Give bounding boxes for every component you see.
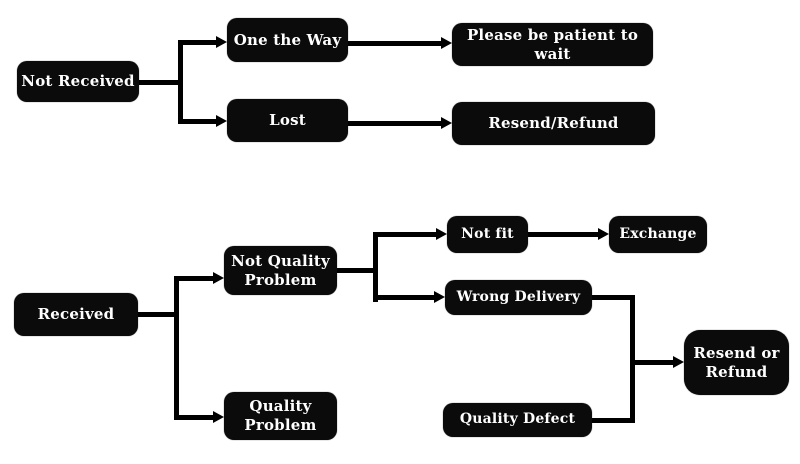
node-received: Received — [14, 293, 138, 336]
arrowhead-one-the-way — [216, 36, 227, 48]
node-exchange: Exchange — [609, 216, 707, 253]
connector-not-received-branch — [178, 40, 183, 124]
connector-not-fit-to-exchange — [528, 232, 598, 237]
connector-to-wrong-delivery — [373, 295, 434, 300]
connector-to-one-the-way — [178, 40, 218, 45]
arrowhead-quality-problem — [213, 411, 224, 423]
arrowhead-wrong-delivery — [434, 291, 445, 303]
connector-to-lost — [178, 119, 218, 124]
connector-to-quality-problem — [174, 415, 213, 420]
node-wrong-delivery: Wrong Delivery — [445, 280, 592, 315]
node-not-fit: Not fit — [447, 216, 528, 253]
node-not-received: Not Received — [17, 61, 139, 102]
arrowhead-resend-refund — [441, 117, 452, 129]
connector-not-quality-branch — [373, 232, 378, 302]
connector-wrong-delivery-out — [592, 295, 635, 300]
arrowhead-resend-or-refund — [673, 356, 684, 368]
node-quality-problem: Quality Problem — [224, 392, 337, 440]
connector-received-branch — [174, 276, 179, 420]
arrowhead-please-wait — [441, 37, 452, 49]
node-resend-refund: Resend/Refund — [452, 102, 655, 145]
node-not-quality-problem: Not Quality Problem — [224, 246, 337, 295]
arrowhead-exchange — [598, 228, 609, 240]
connector-merge-branch — [630, 295, 635, 423]
node-quality-defect: Quality Defect — [443, 403, 592, 437]
connector-one-the-way-to-please-wait — [348, 41, 443, 46]
connector-to-not-fit — [373, 232, 436, 237]
connector-not-received-stem — [139, 80, 180, 85]
arrowhead-not-quality-problem — [213, 272, 224, 284]
node-resend-or-refund: Resend or Refund — [684, 330, 789, 395]
node-please-be-patient: Please be patient to wait — [452, 23, 653, 66]
node-lost: Lost — [227, 99, 348, 142]
node-one-the-way: One the Way — [227, 18, 348, 62]
connector-to-not-quality-problem — [174, 276, 213, 281]
connector-lost-to-resend-refund — [348, 121, 443, 126]
connector-to-resend-or-refund — [632, 360, 673, 365]
connector-not-quality-stem — [337, 268, 378, 273]
connector-received-stem — [138, 312, 178, 317]
arrowhead-not-fit — [436, 228, 447, 240]
connector-quality-defect-out — [592, 418, 635, 423]
arrowhead-lost — [216, 115, 227, 127]
